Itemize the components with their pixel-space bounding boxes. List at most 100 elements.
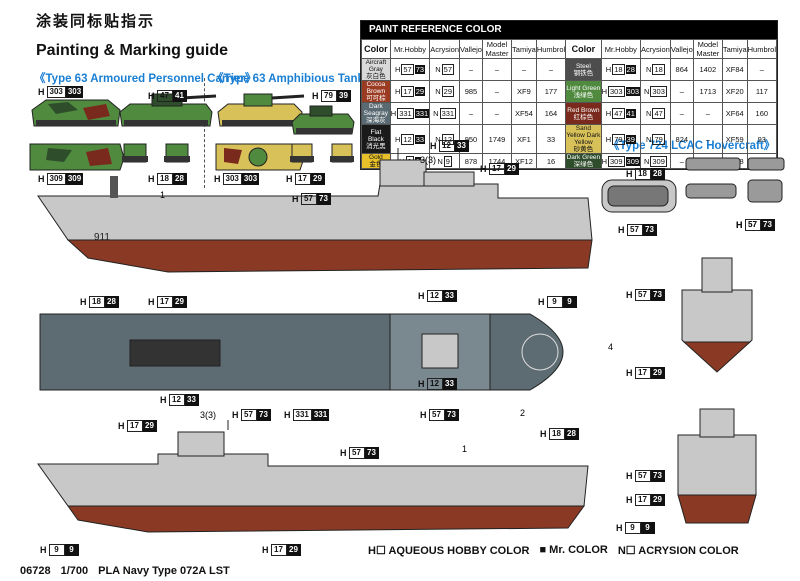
- paint-table-header: Humbrol: [535, 39, 567, 59]
- paint-table-header: Mr.Hobby: [600, 39, 642, 59]
- ship-top-view: [39, 313, 564, 391]
- paint-code: 117: [746, 80, 778, 103]
- tank-amphibious-rear: [330, 143, 354, 163]
- apc-front: [122, 143, 148, 163]
- label-1: 1: [160, 190, 166, 200]
- label-3b: 3(3): [200, 410, 217, 420]
- paint-code: 824: [669, 124, 694, 154]
- paint-code: 33: [535, 124, 567, 154]
- apc-rear: [164, 143, 190, 163]
- ship-side-view-bottom: [37, 420, 589, 533]
- paint-code: –: [459, 58, 483, 81]
- paint-table-header: Model Master: [481, 39, 513, 59]
- vehicles-drawing: [29, 93, 355, 171]
- paint-table-header: Humbrol: [746, 39, 778, 59]
- label-4: 4: [608, 342, 614, 352]
- legend-mr-color: ■ Mr. COLOR: [539, 544, 608, 556]
- ship-side-view-top: 911: [37, 148, 593, 273]
- color-legend: H☐ AQUEOUS HOBBY COLOR ■ Mr. COLOR N☐ AC…: [368, 544, 739, 557]
- paint-code: 16: [535, 153, 567, 169]
- paint-table-header: Tamiya: [721, 39, 748, 59]
- label-3a: 3(3): [420, 155, 437, 165]
- paint-table-title: PAINT REFERENCE COLOR: [361, 21, 777, 39]
- title-chinese: 涂装同标贴指示: [36, 12, 156, 30]
- paint-code: –: [692, 102, 723, 125]
- paint-code: XF59: [721, 124, 748, 154]
- paint-code: XF20: [721, 80, 748, 103]
- ship-stern-view: [677, 408, 757, 524]
- legend-acrysion: N☐ ACRYSION COLOR: [617, 545, 739, 557]
- paint-table-header: Model Master: [692, 39, 723, 59]
- paint-code: –: [669, 102, 694, 125]
- paint-code: 1749: [481, 124, 513, 154]
- paint-table-header: Color: [361, 39, 391, 59]
- ship-bow-view: [681, 257, 753, 373]
- paint-table-header: Color: [565, 39, 602, 59]
- paint-code: XF64: [721, 102, 748, 125]
- legend-aqueous: H☐ AQUEOUS HOBBY COLOR: [368, 545, 530, 557]
- paint-code: –: [511, 58, 537, 81]
- product-code: 06728: [20, 565, 51, 577]
- section-apc: 《Type 63 Armoured Personnel Carrier》: [34, 73, 257, 85]
- hull-number: 911: [94, 232, 110, 243]
- divider: [204, 78, 205, 188]
- product-name: PLA Navy Type 072A LST: [98, 565, 230, 577]
- paint-table-header: Vallejo: [669, 39, 694, 59]
- tank-amphibious-top: [215, 143, 305, 171]
- paint-code: –: [669, 80, 694, 103]
- apc-top: [29, 143, 125, 171]
- paint-code: –: [746, 58, 778, 81]
- tank-amphibious-front: [290, 143, 314, 163]
- tank-side: [119, 93, 217, 127]
- paint-code: 1402: [692, 58, 723, 81]
- tank-amphibious-side: [217, 93, 305, 127]
- section-tank: 《Type 63 Amphibious Tank》: [212, 73, 376, 85]
- apc-side: [31, 99, 121, 127]
- paint-code: XF84: [721, 58, 748, 81]
- paint-code: 1713: [692, 80, 723, 103]
- paint-table-header: Mr.Hobby: [389, 39, 431, 59]
- title-english: Painting & Marking guide: [36, 42, 229, 59]
